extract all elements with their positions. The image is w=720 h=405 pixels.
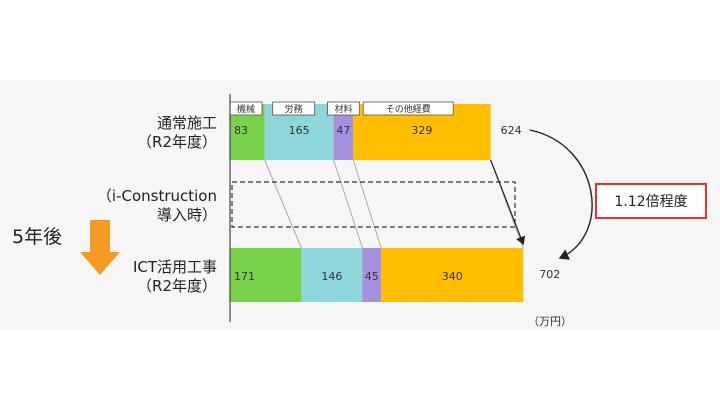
value-label-0-1: 165 [289,124,310,137]
component-tag-2 [327,101,360,116]
bar-segment-1-2 [362,248,382,302]
connector-line-2 [352,159,382,249]
bar-segment-1-3 [381,248,524,302]
value-label-1-1: 146 [321,270,342,283]
bar-segment-1-0 [230,248,302,302]
row-label-normal-line1: 通常施工 [156,114,217,132]
row-label-intro-line1: （i-Construction [96,187,217,205]
ratio-label: 1.12倍程度 [614,194,688,210]
component-tag-1 [272,101,316,116]
extras-layer: 機械 労務 材料 その他経費 [80,94,593,322]
row-label-ict-line1: ICT活用工事 [132,258,217,276]
component-tag-3 [362,101,454,116]
bar-segment-1-1 [301,248,363,302]
row-label-ict: ICT活用工事 （R2年度） [133,258,217,296]
value-label-1-0: 171 [234,270,255,283]
value-label-0-3: 329 [411,124,432,137]
value-label-0-0: 83 [234,124,248,137]
row-label-intro-line2: 導入時） [156,206,217,224]
component-tag-label-1: 労務 [285,103,303,115]
value-label-0-2: 47 [336,124,350,137]
bar-segment-0-2 [333,104,354,160]
down-arrow-icon [80,220,120,275]
connectors-layer [264,159,524,249]
row-label-ict-line2: （R2年度） [137,277,217,295]
total-label-1: 702 [539,268,560,281]
unit-label: （万円） [528,315,572,328]
growth-arrow [490,159,526,246]
bars-layer: 83 165 47 329 624 171 146 45 340 702 [230,104,560,302]
connector-line-1 [333,159,363,249]
component-tag-label-0: 機械 [237,103,255,115]
five-years-label: 5年後 [12,226,63,248]
placeholder-row [231,181,516,228]
component-tag-label-2: 材料 [335,103,353,115]
row-label-normal: 通常施工 （R2年度） [137,114,217,152]
component-tag-label-3: その他経費 [386,103,431,115]
total-label-0: 624 [501,124,522,137]
ratio-callout: 1.12倍程度 [595,183,707,219]
connector-line-0 [264,159,302,249]
row-label-intro: （i-Construction 導入時） [97,187,217,225]
curved-arrow [529,129,593,260]
value-label-1-2: 45 [365,270,379,283]
row-label-normal-line2: （R2年度） [137,133,217,151]
value-label-1-3: 340 [442,270,463,283]
